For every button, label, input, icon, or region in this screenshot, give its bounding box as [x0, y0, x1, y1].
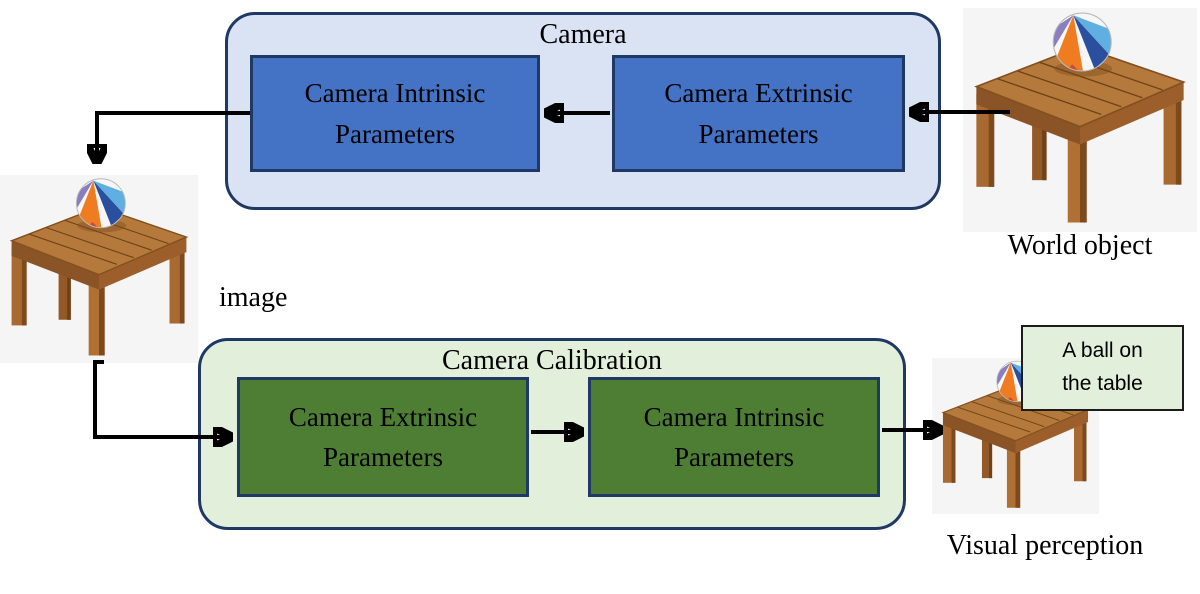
- image-caption: image: [219, 282, 288, 313]
- box-calibration-intrinsic-parameters: Camera Intrinsic Parameters: [588, 377, 880, 497]
- box-label: Camera Extrinsic Parameters: [664, 78, 853, 149]
- box-label: Camera Intrinsic Parameters: [304, 78, 486, 149]
- camera-container-title: Camera: [539, 19, 627, 50]
- box-label: Camera Extrinsic Parameters: [288, 401, 478, 473]
- box-camera-extrinsic-parameters: Camera Extrinsic Parameters: [612, 55, 905, 172]
- world-object-caption: World object: [1007, 230, 1153, 261]
- ball-on-table-callout: A ball on the table: [1021, 325, 1184, 411]
- callout-line: the table: [1062, 372, 1143, 395]
- box-label: Camera Intrinsic Parameters: [643, 401, 825, 473]
- visual-perception-caption: Visual perception: [946, 530, 1144, 561]
- callout-line: A ball on: [1062, 339, 1143, 363]
- box-camera-intrinsic-parameters: Camera Intrinsic Parameters: [250, 55, 540, 172]
- table-with-ball-illustration: [0, 175, 198, 363]
- table-with-ball-illustration: [963, 8, 1197, 232]
- camera-calibration-title: Camera Calibration: [441, 345, 663, 376]
- world-object-figure: [963, 8, 1197, 232]
- box-calibration-extrinsic-parameters: Camera Extrinsic Parameters: [237, 377, 529, 497]
- image-figure: [0, 175, 198, 363]
